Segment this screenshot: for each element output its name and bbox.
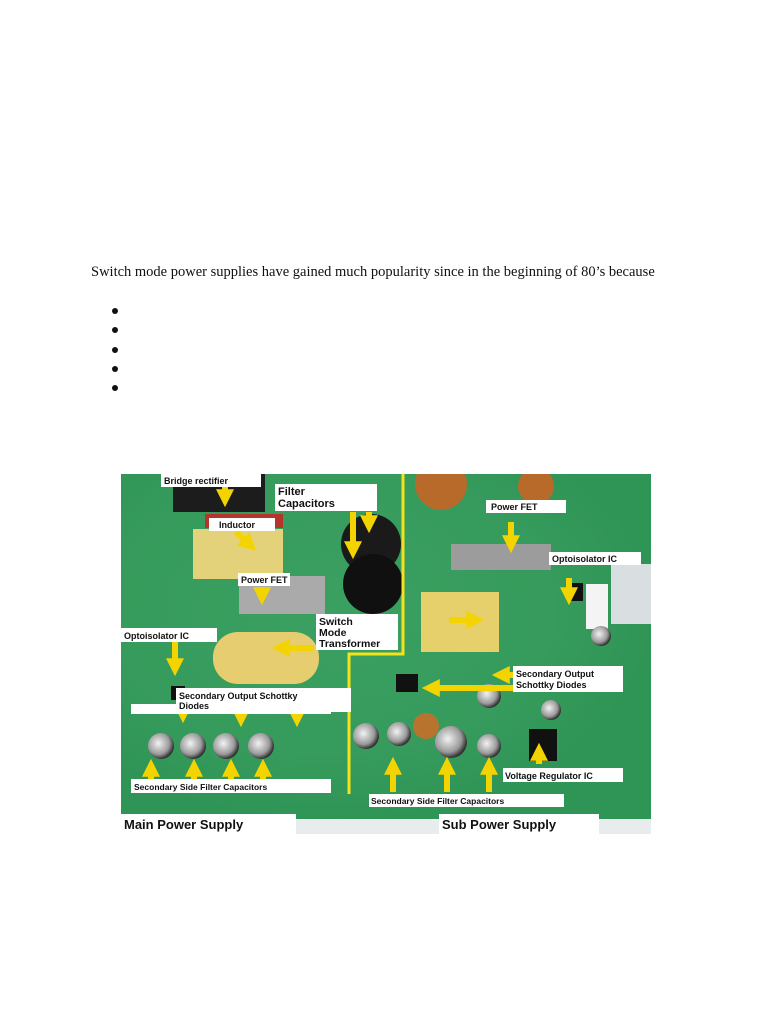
- voltage-regulator-chip: [529, 729, 557, 761]
- label-power-fet-main: Power FET: [241, 575, 288, 585]
- arrows: [142, 487, 578, 792]
- main-transformer: [213, 632, 319, 684]
- power-supply-photo: Bridge rectifier Filter Capacitors Induc…: [121, 474, 651, 834]
- label-filter-capacitors-1: Filter: [278, 486, 306, 498]
- label-schottky-main-1: Secondary Output Schottky: [179, 691, 298, 701]
- label-sec-filter-main: Secondary Side Filter Capacitors: [134, 782, 267, 792]
- label-switch-mode-1: Switch: [319, 616, 353, 628]
- label-schottky-main-2: Diodes: [179, 701, 209, 711]
- label-sub-power-supply: Sub Power Supply: [442, 817, 557, 832]
- label-switch-mode-2: Mode: [319, 627, 347, 639]
- label-filter-capacitors-2: Capacitors: [278, 498, 335, 510]
- label-voltage-regulator: Voltage Regulator IC: [505, 771, 593, 781]
- label-switch-mode-3: Transformer: [319, 638, 380, 650]
- toroid-coil: [415, 474, 467, 510]
- label-sec-filter-sub: Secondary Side Filter Capacitors: [371, 796, 504, 806]
- label-bridge-rectifier: Bridge rectifier: [164, 476, 229, 486]
- label-optoisolator-main: Optoisolator IC: [124, 631, 190, 641]
- label-main-power-supply: Main Power Supply: [124, 817, 244, 832]
- sub-power-fet-heatsink: [451, 544, 551, 570]
- label-schottky-sub-1: Secondary Output: [516, 669, 594, 679]
- intro-paragraph: Switch mode power supplies have gained m…: [91, 264, 655, 280]
- label-schottky-sub-2: Schottky Diodes: [516, 680, 587, 690]
- barcode-label: [586, 584, 608, 629]
- divider-line: [347, 474, 405, 794]
- label-inductor: Inductor: [219, 520, 255, 530]
- label-power-fet-sub: Power FET: [491, 502, 538, 512]
- filter-capacitor-2: [343, 554, 403, 614]
- label-optoisolator-sub: Optoisolator IC: [552, 554, 618, 564]
- secondary-capacitors-main: [148, 733, 274, 759]
